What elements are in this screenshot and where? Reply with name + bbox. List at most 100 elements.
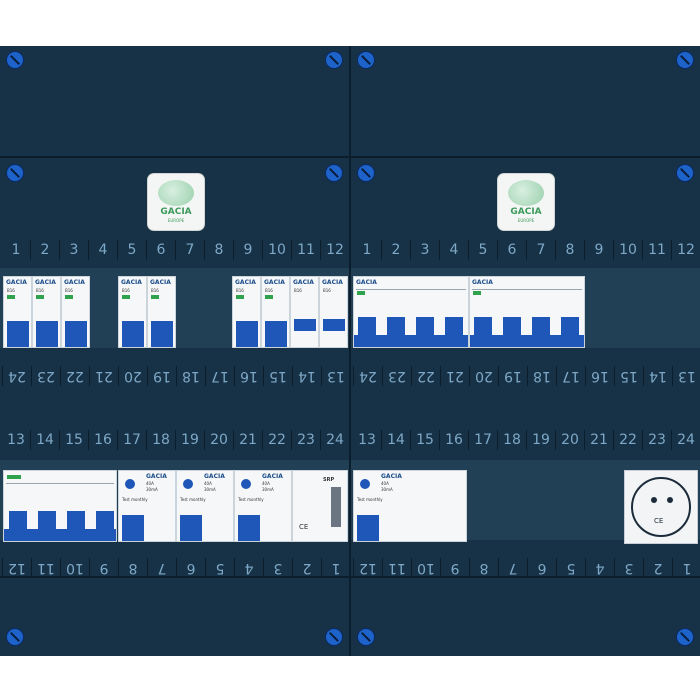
mcb-lever[interactable] [323, 319, 345, 331]
screw-icon [676, 51, 694, 69]
switch-lever[interactable] [96, 511, 114, 533]
mcb-module[interactable]: GACIA B16 [32, 276, 61, 348]
slot-number: 2 [292, 558, 321, 578]
rcd-lever[interactable] [238, 515, 260, 541]
mcb-lever[interactable] [474, 317, 492, 339]
mcb-lever[interactable] [36, 321, 58, 347]
rcbo-4p-module[interactable]: GACIA [353, 276, 469, 348]
slot-number: 8 [118, 558, 147, 578]
test-button-icon[interactable] [125, 479, 135, 489]
mcb-module[interactable]: GACIA B16 [118, 276, 147, 348]
slot-number: 5 [205, 558, 234, 578]
rcbo-4p-module[interactable]: GACIA [469, 276, 585, 348]
mcb-lever[interactable] [532, 317, 550, 339]
slot-number: 18 [176, 366, 205, 386]
slot-number: 23 [31, 366, 60, 386]
slot-number: 9 [234, 240, 263, 260]
mcb-lever[interactable] [151, 321, 173, 347]
slot-number: 4 [234, 558, 263, 578]
mcb-lever[interactable] [416, 317, 434, 339]
slot-number: 12 [672, 240, 700, 260]
slot-number: 21 [234, 430, 263, 450]
slot-number: 11 [31, 558, 60, 578]
slot-number: 22 [60, 366, 89, 386]
rcd-module[interactable]: GACIA 40A 30mA Test monthly [118, 470, 176, 542]
slot-number: 11 [292, 240, 321, 260]
slot-number: 20 [205, 430, 234, 450]
socket-pin-icon [667, 497, 673, 503]
logo-subtext: EUROPE [517, 218, 535, 223]
switch-lever[interactable] [9, 511, 27, 533]
mcb-module[interactable]: GACIA B16 [232, 276, 261, 348]
mcb-module[interactable]: GACIA B16 [147, 276, 176, 348]
slot-number: 16 [89, 430, 118, 450]
globe-icon [508, 180, 544, 206]
left-panel [0, 46, 349, 656]
mcb-lever[interactable] [265, 321, 287, 347]
right-panel [351, 46, 700, 656]
surge-module: SRP CE [292, 470, 348, 542]
slot-number: 12 [353, 558, 382, 578]
slot-number: 17 [118, 430, 147, 450]
slot-number: 22 [411, 366, 440, 386]
slot-number: 22 [614, 430, 643, 450]
mcb-lever[interactable] [294, 319, 316, 331]
slot-number: 6 [176, 558, 205, 578]
rcd-module[interactable]: GACIA 40A 30mA Test monthly [353, 470, 467, 542]
mcb-lever[interactable] [7, 321, 29, 347]
main-switch-module[interactable] [3, 470, 117, 542]
mcb-lever[interactable] [387, 317, 405, 339]
rcd-lever[interactable] [180, 515, 202, 541]
slot-number: 20 [118, 366, 147, 386]
rcd-module[interactable]: GACIA 40A 30mA Test monthly [234, 470, 292, 542]
mcb-lever[interactable] [561, 317, 579, 339]
rcd-lever[interactable] [357, 515, 379, 541]
test-button-icon[interactable] [360, 479, 370, 489]
test-button-icon[interactable] [183, 479, 193, 489]
slot-number: 14 [382, 430, 411, 450]
slot-number: 23 [292, 430, 321, 450]
mcb-module[interactable]: GACIA B16 [61, 276, 90, 348]
slot-number: 24 [2, 366, 31, 386]
din-socket-outlet[interactable]: CE [624, 470, 698, 544]
mcb-module[interactable]: GACIA B16 [319, 276, 348, 348]
slot-number: 3 [614, 558, 643, 578]
slot-number: 10 [411, 558, 440, 578]
slot-number: 24 [321, 430, 350, 450]
switch-lever[interactable] [38, 511, 56, 533]
slot-number: 6 [527, 558, 556, 578]
mcb-lever[interactable] [358, 317, 376, 339]
slot-number: 10 [60, 558, 89, 578]
mcb-module[interactable]: GACIA B16 [290, 276, 319, 348]
screw-icon [6, 628, 24, 646]
slot-number: 15 [60, 430, 89, 450]
slot-number: 7 [527, 240, 556, 260]
mcb-module[interactable]: GACIA B16 [3, 276, 32, 348]
mcb-lever[interactable] [445, 317, 463, 339]
globe-icon [158, 180, 194, 206]
slot-number: 4 [440, 240, 469, 260]
screw-icon [325, 164, 343, 182]
slot-number: 10 [614, 240, 643, 260]
slot-number: 17 [556, 366, 585, 386]
slot-number: 16 [585, 366, 614, 386]
rcd-lever[interactable] [122, 515, 144, 541]
slot-number: 19 [176, 430, 205, 450]
slot-number: 19 [498, 366, 527, 386]
rcd-module[interactable]: GACIA 40A 30mA Test monthly [176, 470, 234, 542]
slot-number: 18 [498, 430, 527, 450]
mcb-lever[interactable] [503, 317, 521, 339]
mcb-lever[interactable] [122, 321, 144, 347]
panel-seam-bottom [0, 576, 700, 578]
switch-lever[interactable] [67, 511, 85, 533]
mcb-lever[interactable] [65, 321, 87, 347]
mcb-lever[interactable] [236, 321, 258, 347]
slot-number: 17 [469, 430, 498, 450]
slot-number: 3 [263, 558, 292, 578]
mcb-module[interactable]: GACIA B16 [261, 276, 290, 348]
test-button-icon[interactable] [241, 479, 251, 489]
slot-number: 1 [2, 240, 31, 260]
slot-number: 23 [382, 366, 411, 386]
